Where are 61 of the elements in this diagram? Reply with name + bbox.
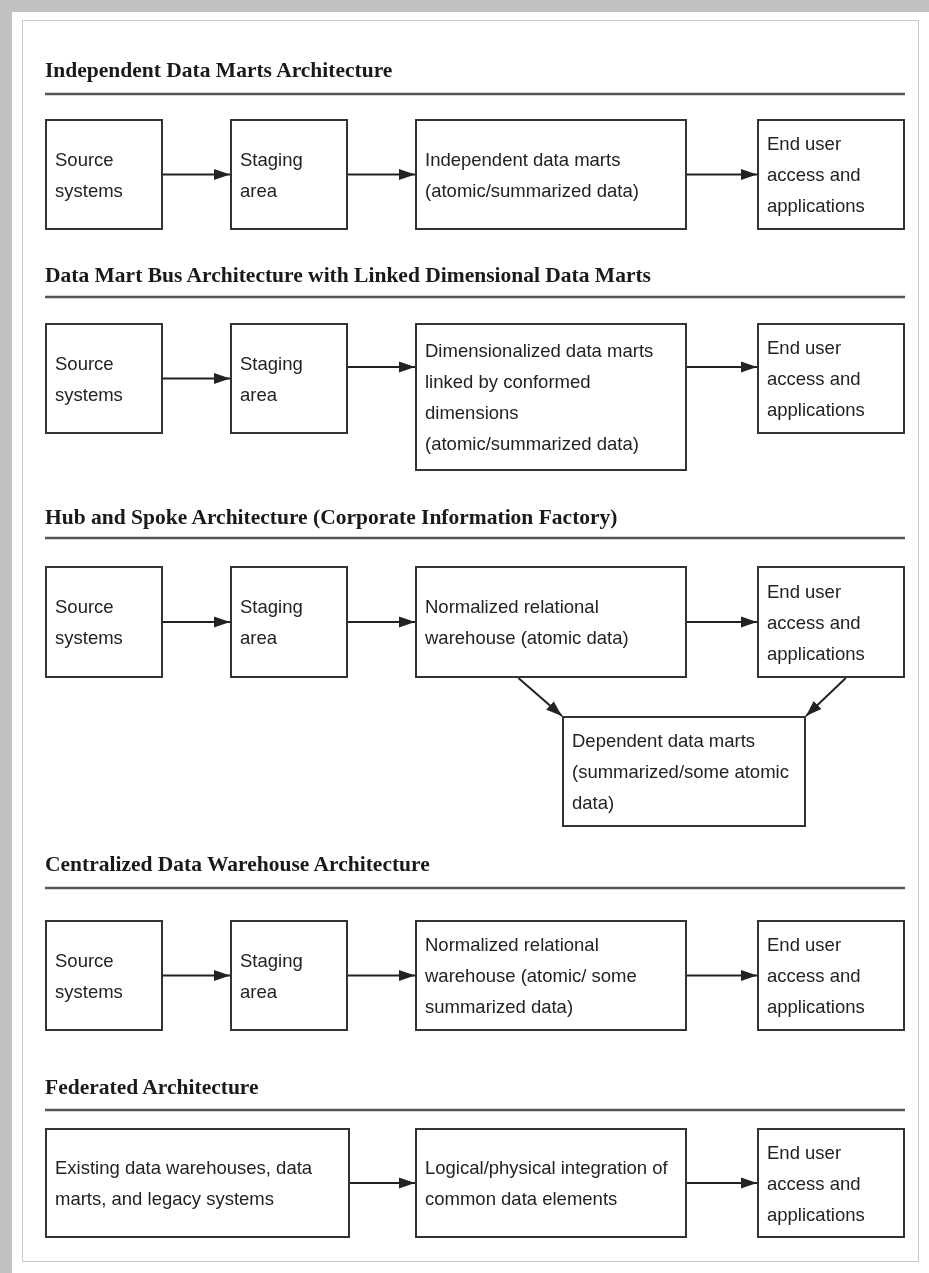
box-label: Staging area [240, 948, 304, 1004]
arrow [686, 616, 758, 628]
box-label: End user access and applications [767, 336, 866, 422]
process-box [757, 119, 905, 230]
box-label: Source systems [55, 948, 124, 1004]
process-box [415, 1128, 687, 1238]
section-heading: Centralized Data Warehouse Architecture [45, 852, 430, 877]
arrow [162, 168, 231, 181]
arrow [686, 361, 758, 373]
process-box [415, 323, 687, 471]
process-box [230, 566, 348, 678]
arrow [347, 168, 416, 181]
box-label: Normalized relational warehouse (atomic data) [425, 595, 630, 650]
process-box [45, 566, 163, 678]
arrow [162, 969, 231, 982]
box-label: End user access and applications [767, 1140, 866, 1227]
section-heading: Independent Data Marts Architecture [45, 58, 393, 83]
arrow [686, 969, 758, 982]
process-box [415, 920, 687, 1031]
arrow [347, 616, 416, 628]
process-box [757, 920, 905, 1031]
process-box [415, 119, 687, 230]
box-label: Independent data marts (atomic/summarized data) [425, 147, 640, 203]
arrow [517, 677, 563, 717]
arrow [349, 1177, 416, 1189]
arrow [686, 168, 758, 181]
process-box [230, 119, 348, 230]
arrow [805, 677, 847, 717]
box-label: End user access and applications [767, 933, 866, 1019]
arrow [347, 969, 416, 982]
process-box [757, 566, 905, 678]
process-box [45, 119, 163, 230]
process-box [45, 1128, 350, 1238]
box-label: End user access and applications [767, 579, 866, 666]
process-box [45, 323, 163, 434]
box-label: End user access and applications [767, 132, 866, 218]
box-label: Source systems [55, 351, 124, 407]
box-label: Dimensionalized data marts linked by conformed dimensions (atomic/summarized data) [425, 339, 655, 456]
process-box [230, 920, 348, 1031]
process-box [415, 566, 687, 678]
box-label: Staging area [240, 147, 304, 203]
box-label: Logical/physical integration of common data elements [425, 1156, 669, 1211]
process-box [562, 716, 806, 827]
arrow [162, 372, 231, 385]
box-label: Existing data warehouses, data marts, and legacy systems [55, 1156, 314, 1211]
process-box [45, 920, 163, 1031]
process-box [230, 323, 348, 434]
arrow [686, 1177, 758, 1189]
process-box [757, 1128, 905, 1238]
section-heading: Federated Architecture [45, 1075, 259, 1100]
box-label: Staging area [240, 351, 304, 407]
box-label: Source systems [55, 595, 124, 650]
arrow [347, 361, 416, 373]
box-label: Dependent data marts (summarized/some atomic data) [572, 729, 790, 815]
arrow [162, 616, 231, 628]
box-label: Staging area [240, 595, 304, 650]
section-heading: Hub and Spoke Architecture (Corporate Information Factory) [45, 505, 618, 530]
box-label: Normalized relational warehouse (atomic/ some summarized data) [425, 933, 638, 1019]
process-box [757, 323, 905, 434]
box-label: Source systems [55, 147, 124, 203]
section-heading: Data Mart Bus Architecture with Linked Dimensional Data Marts [45, 263, 651, 288]
